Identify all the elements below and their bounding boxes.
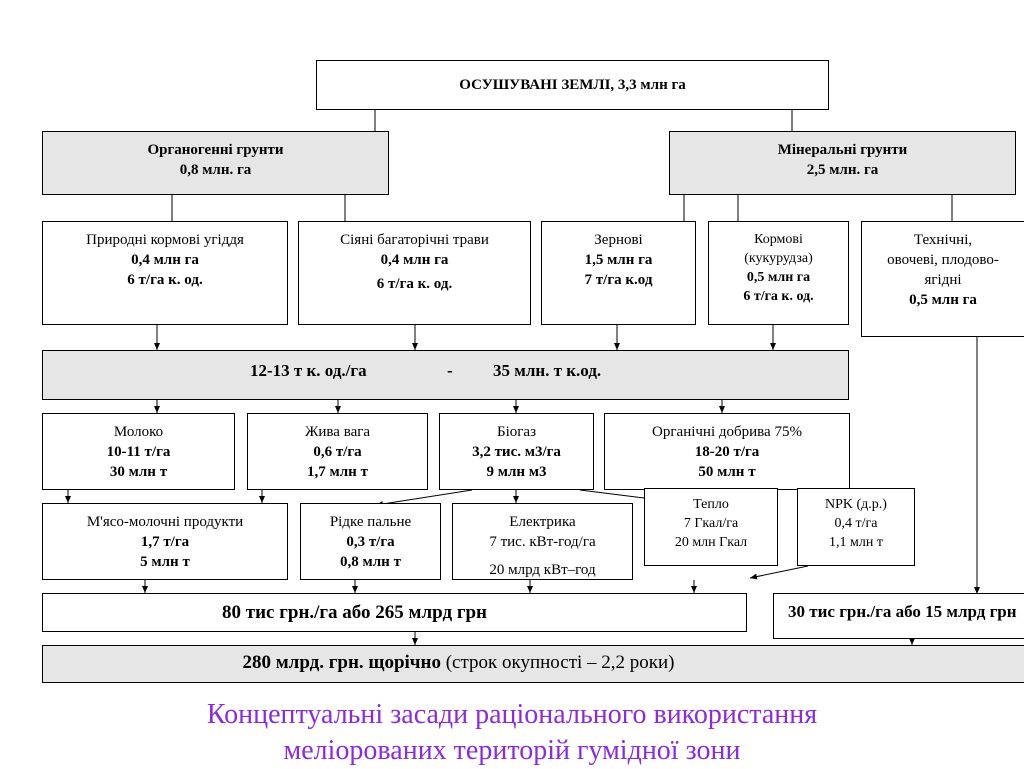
- output-name: Тепло: [693, 497, 729, 512]
- output-total: 5 млн т: [140, 554, 190, 570]
- output-total: 20 млрд кВт–год: [489, 562, 596, 578]
- crop-name: Кормові: [754, 232, 803, 247]
- caption-line-1: Концептуальні засади раціонального викор…: [206, 699, 818, 730]
- crop-area: 1,5 млн га: [584, 252, 653, 268]
- output-heat: Тепло 7 Гкал/га 20 млн Гкал: [644, 488, 778, 566]
- product-name: Органічні добрива 75%: [652, 424, 802, 440]
- organogenic-title: Органогенні грунти: [147, 142, 284, 158]
- yield-per-ha: 12-13 т к. од./га: [250, 361, 367, 380]
- crop-name: Технічні,: [913, 232, 973, 248]
- output-npk: NPK (д.р.) 0,4 т/га 1,1 млн т: [797, 488, 915, 566]
- crop-technical: Технічні, овочеві, плодово- ягідні 0,5 м…: [861, 221, 1024, 337]
- product-total: 30 млн т: [109, 464, 168, 480]
- output-yield: 7 Гкал/га: [683, 516, 739, 531]
- crop-area: 0,5 млн га: [909, 292, 977, 308]
- mineral-title: Мінеральні грунти: [777, 142, 908, 158]
- crop-forage-corn: Кормові (кукурудза) 0,5 млн га 6 т/га к.…: [708, 221, 849, 325]
- crop-yield: 7 т/га к.од: [584, 272, 653, 288]
- mineral-area: 2,5 млн. га: [806, 162, 879, 178]
- output-yield: 1,7 т/га: [140, 534, 190, 550]
- crop-area: 0,5 млн га: [746, 270, 811, 285]
- output-meat-dairy: М'ясо-молочні продукти 1,7 т/га 5 млн т: [42, 503, 288, 580]
- crop-area: 0,4 млн га: [380, 252, 449, 268]
- product-organic-fertilizer: Органічні добрива 75% 18-20 т/га 50 млн …: [604, 413, 850, 490]
- output-name: Електрика: [509, 514, 576, 530]
- income-left-text: 80 тис грн./га або 265 млрд грн: [222, 602, 487, 623]
- crop-yield: 6 т/га к. од.: [127, 272, 203, 288]
- output-total: 20 млн Гкал: [674, 535, 748, 550]
- output-yield: 0,3 т/га: [346, 534, 395, 550]
- crop-name-2: овочеві, плодово-: [887, 252, 999, 268]
- product-yield: 3,2 тис. м3/га: [472, 444, 561, 460]
- output-liquid-fuel: Рідке пальне 0,3 т/га 0,8 млн т: [300, 503, 441, 580]
- crop-yield: 6 т/га к. од.: [743, 289, 814, 304]
- root-box: ОСУШУВАНІ ЗЕМЛІ, 3,3 млн га: [316, 60, 829, 110]
- income-right-bar: 30 тис грн./га або 15 млрд грн: [773, 593, 1024, 639]
- organogenic-soils-box: Органогенні грунти 0,8 млн. га: [42, 131, 389, 195]
- caption-line-2: меліорованих територій гумідної зони: [283, 735, 741, 766]
- product-biogas: Біогаз 3,2 тис. м3/га 9 млн м3: [439, 413, 594, 490]
- product-total: 1,7 млн т: [307, 464, 368, 480]
- mineral-soils-box: Мінеральні грунти 2,5 млн. га: [669, 131, 1016, 195]
- yield-bar: 12-13 т к. од./га - 35 млн. т к.од.: [42, 350, 849, 400]
- product-name: Жива вага: [304, 424, 371, 440]
- crop-yield: 6 т/га к. од.: [376, 276, 453, 292]
- product-total: 50 млн т: [698, 464, 756, 480]
- crop-natural-forage: Природні кормові угіддя 0,4 млн га 6 т/г…: [42, 221, 288, 325]
- crop-name: Сіяні багаторічні трави: [340, 232, 489, 248]
- yield-total: 35 млн. т к.од.: [493, 361, 602, 380]
- income-right-text: 30 тис грн./га або 15 млрд грн: [788, 602, 1017, 621]
- total-bar: 280 млрд. грн. щорічно (строк окупності …: [42, 645, 1024, 683]
- crop-grain: Зернові 1,5 млн га 7 т/га к.од: [541, 221, 696, 325]
- root-title: ОСУШУВАНІ ЗЕМЛІ, 3,3 млн га: [459, 77, 686, 93]
- output-name: М'ясо-молочні продукти: [86, 514, 244, 530]
- crop-name: Природні кормові угіддя: [86, 232, 244, 248]
- total-amount: 280 млрд. грн. щорічно: [242, 652, 441, 673]
- crop-name-2: (кукурудза): [744, 251, 813, 266]
- yield-separator: -: [447, 361, 453, 380]
- product-name: Біогаз: [496, 424, 537, 440]
- output-total: 1,1 млн т: [829, 535, 883, 550]
- output-electricity: Електрика 7 тис. кВт-год/га 20 млрд кВт–…: [452, 503, 633, 580]
- product-milk: Молоко 10-11 т/га 30 млн т: [42, 413, 235, 490]
- product-yield: 18-20 т/га: [694, 444, 760, 460]
- output-yield: 0,4 т/га: [834, 516, 878, 531]
- organogenic-area: 0,8 млн. га: [179, 162, 252, 178]
- total-payback: (строк окупності – 2,2 роки): [440, 652, 675, 673]
- output-total: 0,8 млн т: [340, 554, 401, 570]
- product-total: 9 млн м3: [486, 464, 547, 480]
- slide-caption: Концептуальні засади раціонального викор…: [0, 697, 1024, 769]
- output-name: NPK (д.р.): [825, 497, 887, 512]
- product-yield: 0,6 т/га: [313, 444, 362, 460]
- output-yield: 7 тис. кВт-год/га: [489, 534, 596, 550]
- output-name: Рідке пальне: [329, 514, 412, 530]
- product-yield: 10-11 т/га: [106, 444, 171, 460]
- crop-sown-grasses: Сіяні багаторічні трави 0,4 млн га 6 т/г…: [298, 221, 531, 325]
- product-live-weight: Жива вага 0,6 т/га 1,7 млн т: [247, 413, 428, 490]
- crop-name-3: ягідні: [924, 272, 962, 288]
- income-left-bar: 80 тис грн./га або 265 млрд грн: [42, 593, 747, 632]
- product-name: Молоко: [113, 424, 164, 440]
- crop-area: 0,4 млн га: [131, 252, 199, 268]
- crop-name: Зернові: [594, 232, 643, 248]
